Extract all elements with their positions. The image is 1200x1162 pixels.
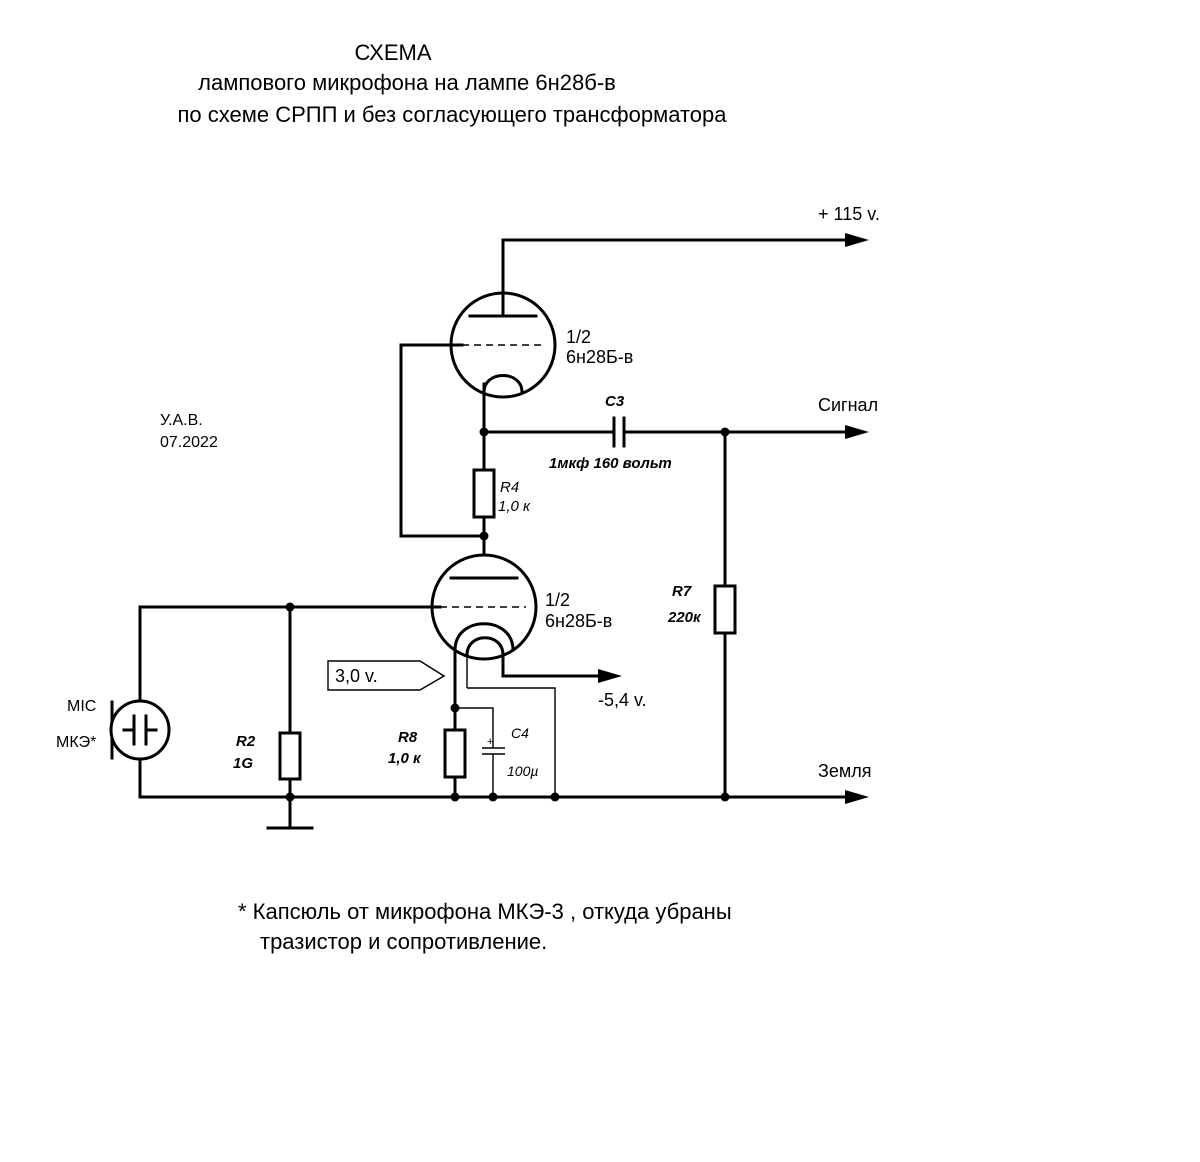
author-date: 07.2022 bbox=[160, 434, 218, 451]
r2-resistor bbox=[278, 605, 302, 830]
supply-line bbox=[501, 233, 869, 294]
lower-tube-label-1: 1/2 bbox=[545, 590, 570, 610]
node-gnd-c4 bbox=[488, 792, 498, 802]
node-lower-anode bbox=[479, 531, 489, 541]
lower-tube bbox=[430, 553, 538, 661]
title-line-3: по схеме СРПП и без согласующего трансфо… bbox=[178, 102, 728, 127]
r8-resistor bbox=[443, 728, 467, 799]
upper-tube bbox=[449, 290, 557, 399]
c3-capacitor bbox=[482, 416, 869, 448]
r8-name: R8 bbox=[398, 729, 418, 746]
grid-input-wire bbox=[138, 605, 442, 702]
supply-label: + 115 v. bbox=[818, 204, 880, 224]
r2-value: 1G bbox=[233, 755, 253, 772]
author-name: У.А.В. bbox=[160, 412, 203, 429]
c3-value: 1мкф 160 вольт bbox=[549, 455, 672, 472]
title-line-1: СХЕМА bbox=[355, 40, 432, 65]
node-gnd-r8 bbox=[450, 792, 460, 802]
r7-resistor bbox=[713, 430, 737, 799]
upper-tube-label-1: 1/2 bbox=[566, 327, 591, 347]
lower-tube-label-2: 6н28Б-в bbox=[545, 611, 612, 631]
microphone-capsule bbox=[109, 699, 171, 799]
ground-bus bbox=[138, 790, 869, 830]
signal-label: Сигнал bbox=[818, 395, 878, 415]
grid-feedback-wire bbox=[399, 343, 486, 538]
heater-voltage-tag bbox=[327, 660, 446, 691]
negative-supply-arrow bbox=[501, 653, 622, 683]
c4-value: 100µ bbox=[507, 763, 538, 779]
footnote-line-1: * Капсюль от микрофона МКЭ-3 , откуда уб… bbox=[238, 899, 732, 924]
heater-voltage-label: 3,0 v. bbox=[335, 666, 378, 686]
r2-name: R2 bbox=[236, 733, 256, 750]
heater-wire-return bbox=[467, 687, 556, 797]
c4-polarity: + bbox=[487, 736, 493, 748]
node-gnd-r2 bbox=[285, 792, 295, 802]
mic-label-2: МКЭ* bbox=[56, 734, 96, 751]
r7-name: R7 bbox=[672, 583, 692, 600]
ground-label: Земля bbox=[818, 761, 872, 781]
c4-capacitor bbox=[455, 707, 505, 797]
c4-name: C4 bbox=[511, 725, 529, 741]
node-gnd-r7 bbox=[720, 792, 730, 802]
negative-supply-label: -5,4 v. bbox=[598, 690, 647, 710]
footnote-line-2: тразистор и сопротивление. bbox=[260, 929, 547, 954]
upper-tube-label-2: 6н28Б-в bbox=[566, 347, 633, 367]
r7-value: 220к bbox=[667, 609, 702, 626]
c3-name: C3 bbox=[605, 393, 625, 410]
node-gnd-heater bbox=[550, 792, 560, 802]
mic-label-1: MIC bbox=[67, 698, 96, 715]
title-line-2: лампового микрофона на лампе 6н28б-в bbox=[198, 70, 616, 95]
r4-value: 1,0 к bbox=[498, 498, 531, 515]
r4-name: R4 bbox=[500, 479, 519, 496]
r8-value: 1,0 к bbox=[388, 750, 422, 767]
